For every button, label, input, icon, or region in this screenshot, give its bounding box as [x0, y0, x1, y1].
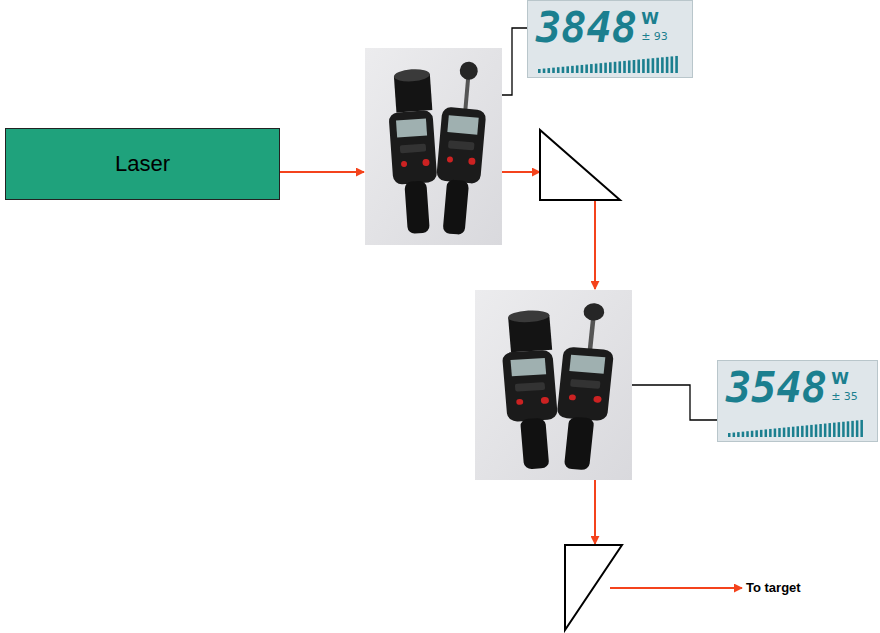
bar-segment — [742, 432, 745, 437]
bar-segment — [856, 420, 859, 437]
beam-arrow — [610, 587, 742, 589]
beam-arrow — [280, 171, 364, 173]
bar-segment — [661, 57, 664, 73]
bar-segment — [647, 59, 650, 73]
beam-arrow — [594, 480, 596, 544]
bar-segment — [733, 433, 736, 437]
bar-segment — [571, 66, 574, 73]
bar-segment — [576, 65, 579, 73]
unit-symbol: W — [641, 11, 659, 27]
bar-segment — [618, 61, 621, 73]
bar-segment — [642, 59, 645, 73]
bar-segment — [765, 429, 768, 437]
bar-segment — [828, 423, 831, 437]
power-readout: 3848W ± 93 — [527, 0, 693, 78]
bar-segment — [633, 60, 636, 73]
bar-segment — [675, 56, 678, 73]
bar-segment — [609, 62, 612, 73]
bar-segment — [728, 433, 731, 437]
bar-segment — [581, 65, 584, 73]
bar-segment — [656, 58, 659, 73]
bar-segment — [774, 429, 777, 438]
bar-segment — [797, 426, 800, 437]
bar-segment — [806, 425, 809, 437]
bar-segment — [760, 430, 763, 437]
bar-segment — [566, 66, 569, 73]
bar-segment — [600, 63, 603, 73]
target-label: To target — [746, 580, 801, 595]
power-value: 3548 — [726, 367, 827, 409]
bar-segment — [595, 64, 598, 73]
bar-segment — [671, 56, 674, 73]
power-value: 3848 — [536, 7, 637, 49]
uncertainty-value: ± 93 — [641, 31, 668, 42]
bar-segment — [792, 427, 795, 437]
laser-box: Laser — [5, 128, 280, 200]
bar-segment — [737, 432, 740, 437]
bar-segment — [769, 429, 772, 437]
bar-segment — [547, 68, 550, 73]
bar-segment — [652, 58, 655, 73]
bar-segment — [628, 60, 631, 73]
prism-mirror — [540, 130, 620, 200]
bar-segment — [562, 67, 565, 73]
bar-segment — [815, 424, 818, 437]
meter-lead — [632, 385, 717, 420]
bar-segment — [746, 431, 749, 437]
bar-segment — [819, 424, 822, 437]
bar-segment — [552, 68, 555, 73]
bar-segment — [810, 425, 813, 437]
bar-segment — [824, 424, 827, 437]
bar-segment — [538, 69, 541, 73]
bar-segment — [801, 426, 804, 437]
bar-segment — [833, 423, 836, 437]
bar-segment — [838, 422, 841, 437]
bar-segment — [623, 61, 626, 73]
bar-segment — [637, 60, 640, 73]
bar-segment — [590, 64, 593, 73]
beam-arrow — [502, 171, 540, 173]
power-readout: 3548W ± 35 — [717, 360, 878, 442]
unit-symbol: W — [831, 371, 849, 387]
bar-segment — [604, 63, 607, 73]
power-meter-photo — [475, 290, 632, 480]
bar-segment — [778, 428, 781, 437]
bar-segment — [851, 421, 854, 437]
bar-segment — [666, 57, 669, 73]
uncertainty-value: ± 35 — [831, 391, 858, 402]
bar-segment — [787, 427, 790, 437]
bar-segment — [842, 422, 845, 437]
beam-arrow — [594, 201, 596, 289]
bar-segment — [783, 428, 786, 437]
bar-segment — [751, 431, 754, 437]
node-label: Laser — [115, 151, 170, 177]
power-meter-photo — [365, 48, 502, 245]
meter-lead — [502, 28, 527, 95]
bar-segment — [614, 62, 617, 73]
bar-segment — [755, 430, 758, 437]
bar-segment — [860, 420, 863, 437]
bar-segment — [585, 65, 588, 74]
bar-segment — [543, 69, 546, 73]
bar-segment — [557, 67, 560, 73]
bar-segment — [847, 421, 850, 437]
